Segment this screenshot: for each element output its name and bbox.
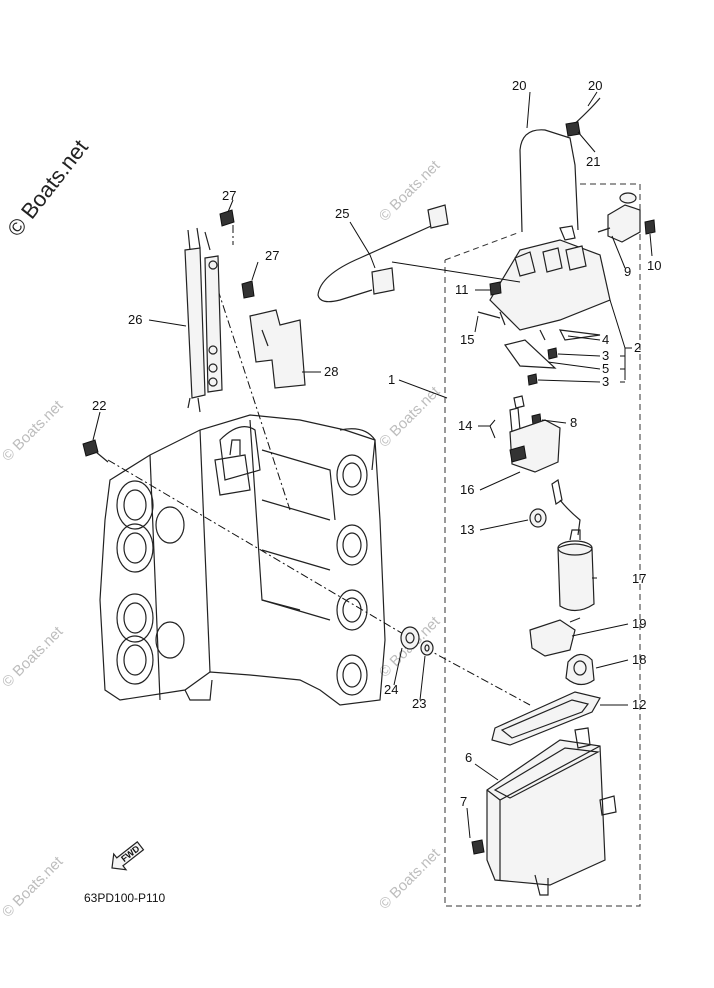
callout-22: 22 — [92, 398, 106, 413]
callout-24: 24 — [384, 682, 398, 697]
callout-2: 2 — [634, 340, 641, 355]
watermark-main: © Boats.net — [2, 135, 93, 241]
callout-5: 5 — [602, 361, 609, 376]
fwd-arrow-icon: FWD — [111, 841, 145, 871]
assembly-boundary — [444, 183, 641, 907]
callout-21: 21 — [586, 154, 600, 169]
part-7-screw — [471, 839, 485, 855]
watermark-repeat: © Boats.net — [0, 853, 67, 921]
part-3-screw — [527, 347, 558, 386]
part-25-wire-harness — [317, 204, 449, 303]
callout-14: 14 — [458, 418, 472, 433]
cylinder-block-illustration — [99, 414, 386, 706]
diagram-code: 63PD100-P110 — [84, 891, 165, 905]
callout-labels: 20 20 21 27 25 27 9 10 11 26 15 4 2 3 5 … — [92, 78, 661, 809]
part-26-hose-bracket — [184, 227, 223, 413]
part-18-collar — [565, 653, 595, 686]
part-9-pressure-regulator — [597, 192, 641, 243]
callout-28: 28 — [324, 364, 338, 379]
watermark-repeat: © Boats.net — [0, 397, 67, 465]
watermark-repeat: © Boats.net — [0, 623, 67, 691]
reference-lines — [107, 225, 531, 706]
callout-8: 8 — [570, 415, 577, 430]
callout-27: 27 — [265, 248, 279, 263]
callout-4: 4 — [602, 332, 609, 347]
part-22-bolt — [82, 439, 109, 463]
callout-18: 18 — [632, 652, 646, 667]
callout-11: 11 — [455, 282, 469, 297]
part-24-grommet — [400, 626, 420, 650]
part-13-grommet — [529, 508, 547, 528]
callout-16: 16 — [460, 482, 474, 497]
callout-19: 19 — [632, 616, 646, 631]
part-6-vapor-separator — [486, 727, 617, 896]
callout-27: 27 — [222, 188, 236, 203]
callout-3: 3 — [602, 374, 609, 389]
part-12-gasket — [491, 691, 601, 746]
callout-7: 7 — [460, 794, 467, 809]
watermarks: © Boats.net © Boats.net © Boats.net © Bo… — [0, 135, 444, 921]
part-5-plate — [503, 339, 557, 369]
callout-23: 23 — [412, 696, 426, 711]
part-11-screw — [489, 281, 502, 296]
part-10-bolt — [644, 219, 656, 235]
callout-13: 13 — [460, 522, 474, 537]
callout-6: 6 — [465, 750, 472, 765]
callout-26: 26 — [128, 312, 142, 327]
callout-1: 1 — [388, 372, 395, 387]
part-2-bracket-assembly — [489, 225, 611, 341]
leader-lines — [92, 91, 653, 839]
part-16-cover — [509, 419, 561, 473]
callout-15: 15 — [460, 332, 474, 347]
callout-9: 9 — [624, 264, 631, 279]
callout-10: 10 — [647, 258, 661, 273]
part-19-holder — [529, 617, 581, 657]
part-21-joint — [565, 121, 581, 137]
callout-20: 20 — [512, 78, 526, 93]
part-23-seal — [420, 640, 434, 656]
part-15-pin — [477, 311, 501, 319]
callout-17: 17 — [632, 571, 646, 586]
callout-12: 12 — [632, 697, 646, 712]
callout-25: 25 — [335, 206, 349, 221]
part-28-bracket — [249, 309, 306, 389]
part-17-fuel-pump — [551, 479, 595, 612]
callout-3: 3 — [602, 348, 609, 363]
callout-20: 20 — [588, 78, 602, 93]
part-27-bolt — [219, 209, 255, 299]
watermark-repeat: © Boats.net — [376, 845, 444, 913]
part-4-plate — [558, 329, 601, 341]
